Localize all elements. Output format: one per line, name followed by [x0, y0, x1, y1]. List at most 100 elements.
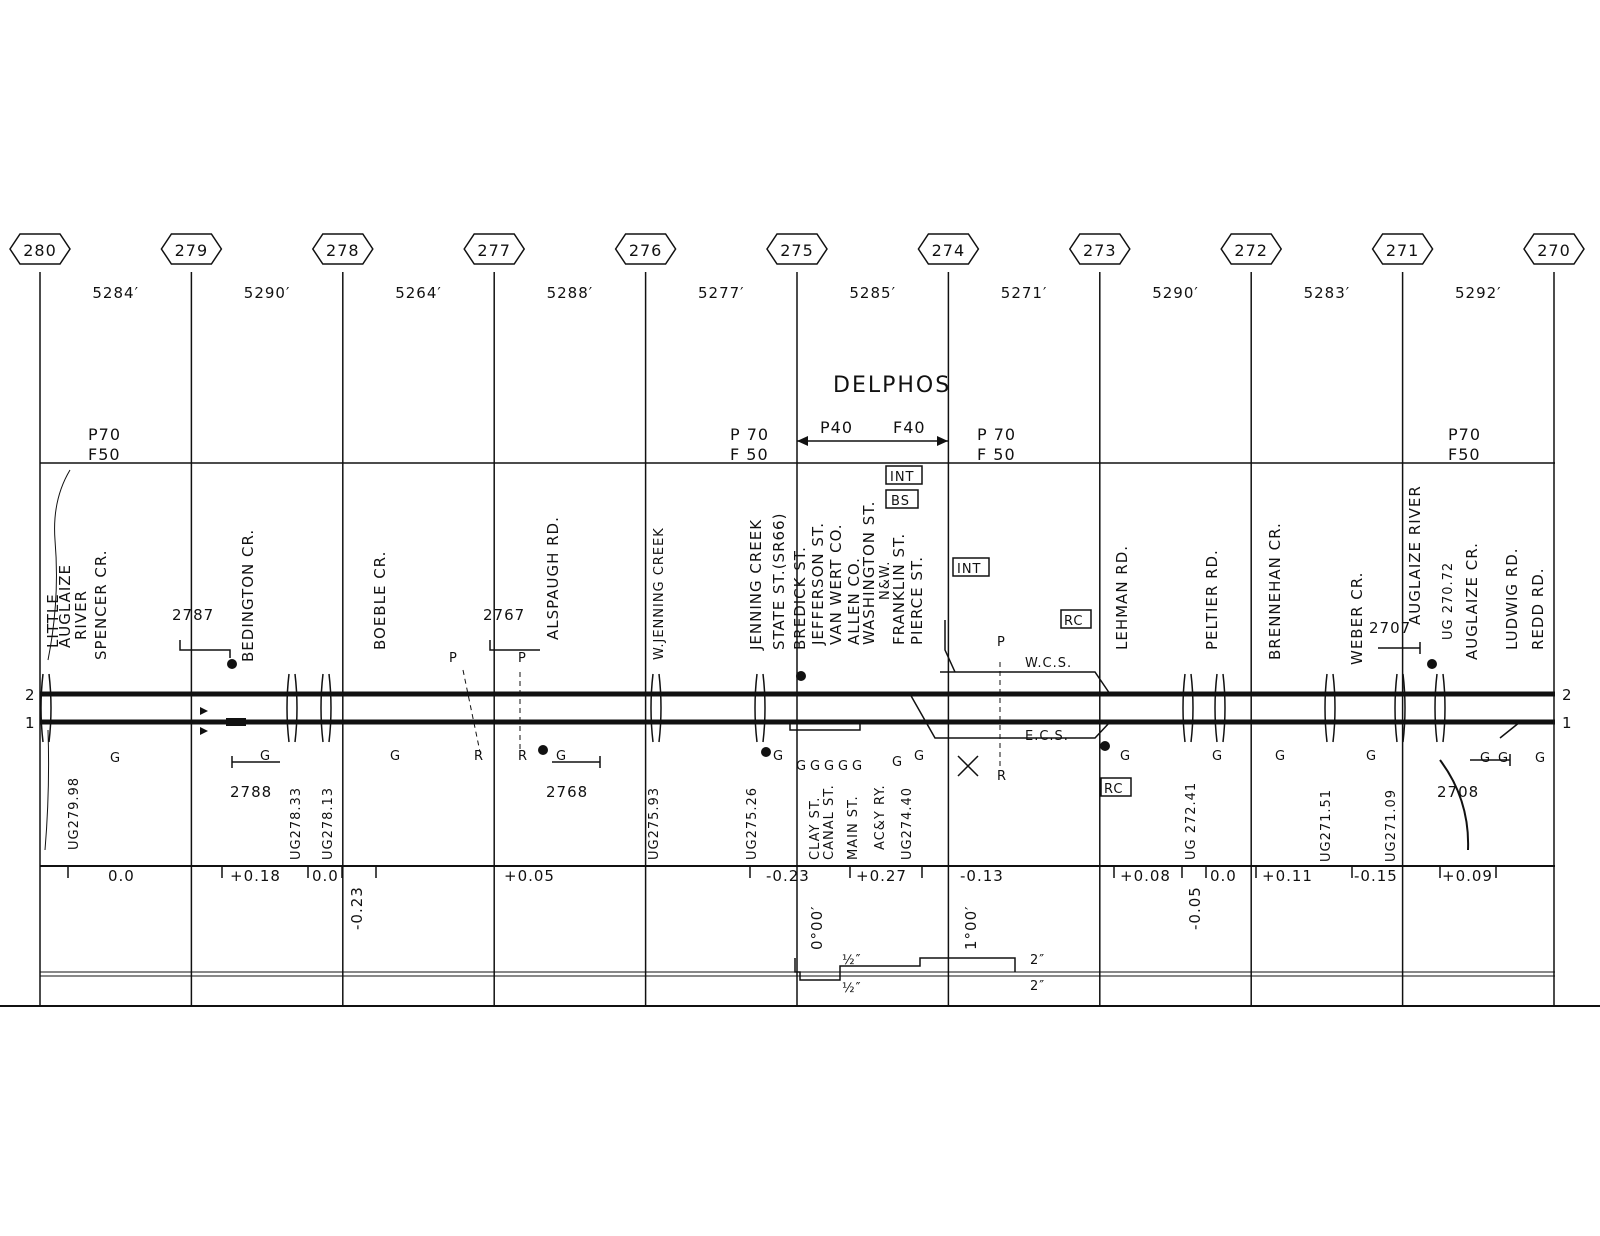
- crossing-name: FRANKLIN ST.: [890, 533, 908, 645]
- grade-break-ticks: [67, 866, 1497, 878]
- grade-value: 0.0: [312, 867, 339, 885]
- track-number-right: 1: [1562, 714, 1573, 732]
- grade-value: 0.0: [108, 867, 135, 885]
- grade-crossing-mark: G: [892, 755, 903, 770]
- direction-arrow: [200, 707, 208, 715]
- stream-line: [44, 729, 50, 851]
- bridge-mark: [650, 673, 662, 743]
- signal-number: 2787: [172, 606, 214, 624]
- track-number-left: 1: [25, 714, 36, 732]
- rc-box: RC: [1104, 782, 1123, 797]
- signal-number: 2767: [483, 606, 525, 624]
- milepost-number: 279: [175, 241, 209, 260]
- station-name: DELPHOS: [833, 373, 951, 398]
- grade-crossing-mark: G: [1212, 749, 1223, 764]
- milepost-number: 273: [1083, 241, 1117, 260]
- bridge-markers: [40, 673, 1446, 743]
- stream-line: [1439, 759, 1470, 851]
- grade-crossing-mark: G: [852, 759, 863, 774]
- signals: 2787 2788 2767 2768 2707 2708: [172, 606, 1511, 801]
- milepost-marker: [1068, 233, 1131, 265]
- milepost-number: 280: [23, 241, 57, 260]
- signal-dot: [538, 745, 548, 755]
- milepost-280: 280: [9, 233, 71, 1006]
- grade-crossing-mark: G: [914, 749, 925, 764]
- grade-crossing-mark: G: [1535, 751, 1546, 766]
- segment-length: 5277′: [698, 284, 745, 302]
- rc-box: RC: [1064, 614, 1083, 629]
- milepost-number: 277: [477, 241, 511, 260]
- street-label: CANAL ST.: [822, 784, 837, 860]
- street-label: CLAY ST.: [808, 797, 823, 860]
- grade-crossing-mark: G: [1480, 751, 1491, 766]
- grade-crossing-mark: G: [1275, 749, 1286, 764]
- speed-freight: F50: [1448, 445, 1481, 464]
- superelevation: ½″: [842, 981, 861, 996]
- crossing-name: WEBER CR.: [1348, 572, 1366, 665]
- crossing-name: AUGLAIZE: [56, 564, 74, 648]
- crossing-name: REDD RD.: [1529, 567, 1547, 650]
- speed-passenger: P 70: [730, 425, 769, 444]
- milepost-number: 274: [932, 241, 966, 260]
- superelevation: 2″: [1030, 979, 1045, 994]
- signal-number: 2788: [230, 783, 272, 801]
- speed-freight: F40: [893, 418, 926, 437]
- signal-dot: [796, 671, 806, 681]
- signal-dot: [761, 747, 771, 757]
- interlocking-box: INT: [957, 562, 982, 577]
- track-number-left: 2: [25, 686, 36, 704]
- bridge-label: UG279.98: [67, 777, 82, 850]
- private-mark: P: [997, 635, 1006, 650]
- bs-box: BS: [891, 494, 910, 509]
- crossing-name: RIVER: [72, 590, 90, 640]
- milepost-number: 272: [1234, 241, 1268, 260]
- grade-value: +0.27: [856, 867, 907, 885]
- milepost-marker: [766, 233, 828, 265]
- track-siding-lines: [462, 620, 1521, 770]
- grade-crossing-mark: G: [1498, 751, 1509, 766]
- grade-crossing-mark: G: [838, 759, 849, 774]
- siding-label-wcs: W.C.S.: [1025, 656, 1072, 671]
- curve-degree: 0°00′: [808, 905, 826, 950]
- grade-crossing-mark: G: [556, 749, 567, 764]
- milepost-marker: [1523, 233, 1585, 265]
- milepost-marker: [614, 233, 677, 265]
- bridge-label: UG271.09: [1384, 789, 1399, 862]
- crossing-name: PELTIER RD.: [1203, 549, 1221, 650]
- milepost-marker: [463, 233, 526, 265]
- segment-length: 5292′: [1455, 284, 1502, 302]
- milepost-277: 277: [463, 233, 526, 1006]
- milepost-270: 270: [1523, 233, 1585, 1006]
- crossing-name: PIERCE ST.: [908, 556, 926, 645]
- superelevation: 2″: [1030, 953, 1045, 968]
- bridge-label: UG 270.72: [1441, 562, 1456, 640]
- crossing-name: AUGLAIZE CR.: [1463, 542, 1481, 660]
- speed-freight: F50: [88, 445, 121, 464]
- milepost-marker: [917, 233, 980, 265]
- grade-value: +0.05: [504, 867, 555, 885]
- interlocking-box: INT: [890, 470, 915, 485]
- bridge-mark: [754, 673, 766, 743]
- street-label: MAIN ST.: [846, 795, 861, 860]
- crossing-name: LITTLE: [44, 593, 62, 648]
- grade-value: -0.23: [348, 886, 366, 930]
- signal-dot: [1427, 659, 1437, 669]
- curve-degree: 1°00′: [962, 905, 980, 950]
- crossing-name: JENNING CREEK: [747, 519, 765, 651]
- grade-value: 0.0: [1210, 867, 1237, 885]
- derail-symbol: [957, 755, 979, 777]
- bridge-mark: [1324, 673, 1336, 743]
- bridge-symbol: [226, 718, 246, 726]
- superelevation: ½″: [842, 953, 861, 968]
- bridge-mark: [286, 673, 298, 743]
- segment-length: 5264′: [395, 284, 442, 302]
- milepost-marker: [9, 233, 71, 265]
- segment-length: 5283′: [1304, 284, 1351, 302]
- crossing-name: W.JENNING CREEK: [652, 527, 667, 660]
- railroad-mark: R: [997, 769, 1007, 784]
- milepost-271: 271: [1371, 233, 1434, 1006]
- private-mark: P: [449, 651, 458, 666]
- bridge-mark: [40, 673, 52, 743]
- bridge-label: UG275.93: [647, 787, 662, 860]
